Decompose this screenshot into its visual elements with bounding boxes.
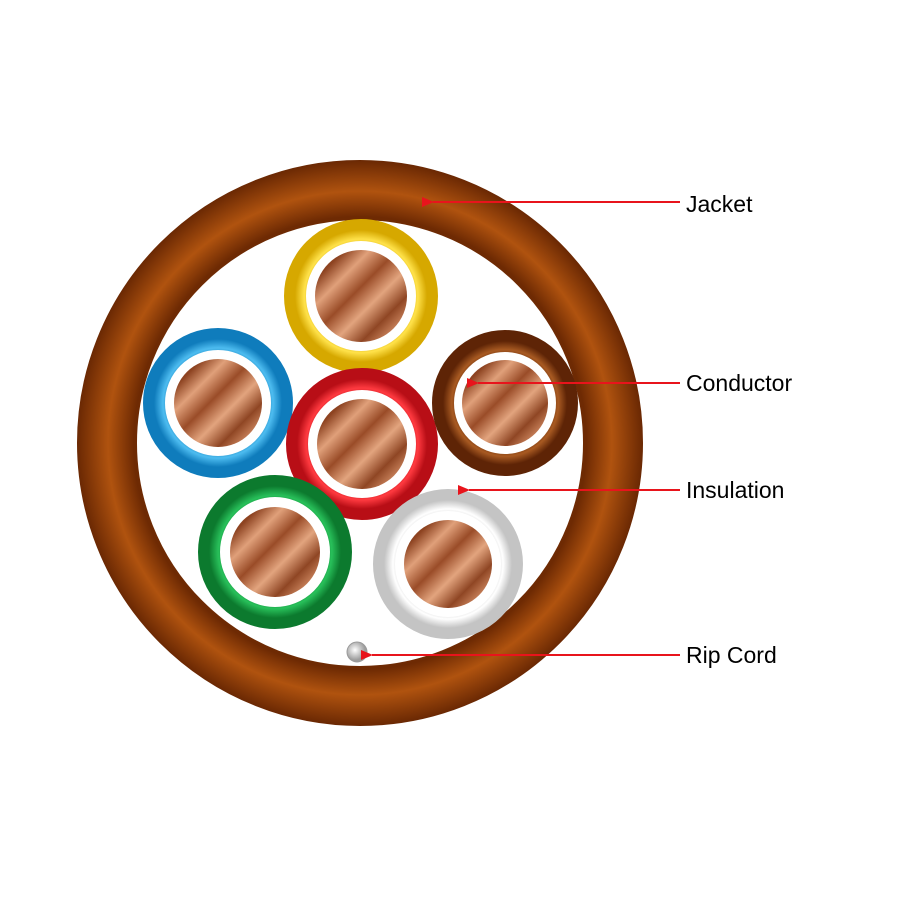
rip-cord xyxy=(346,641,368,663)
wire-blue xyxy=(143,328,293,478)
insulation-blue xyxy=(143,328,293,478)
insulation-green xyxy=(198,475,352,629)
conductor-brown xyxy=(462,360,548,446)
insulation-yellow xyxy=(284,219,438,373)
wire-white xyxy=(373,489,523,639)
wire-yellow xyxy=(284,219,438,373)
wire-red xyxy=(286,368,438,520)
conductor-blue xyxy=(174,359,262,447)
rip-cord-label: Rip Cord xyxy=(686,642,777,668)
insulation-red xyxy=(286,368,438,520)
jacket-label: Jacket xyxy=(686,191,753,217)
conductor-green xyxy=(230,507,320,597)
insulation-white xyxy=(373,489,523,639)
wire-green xyxy=(198,475,352,629)
conductor-white xyxy=(404,520,492,608)
wire-brown xyxy=(432,330,578,476)
conductor-label: Conductor xyxy=(686,370,792,396)
conductor-red xyxy=(317,399,407,489)
insulation-brown xyxy=(432,330,578,476)
insulation-label: Insulation xyxy=(686,477,784,503)
conductor-yellow xyxy=(315,250,407,342)
cable-jacket xyxy=(77,160,643,726)
